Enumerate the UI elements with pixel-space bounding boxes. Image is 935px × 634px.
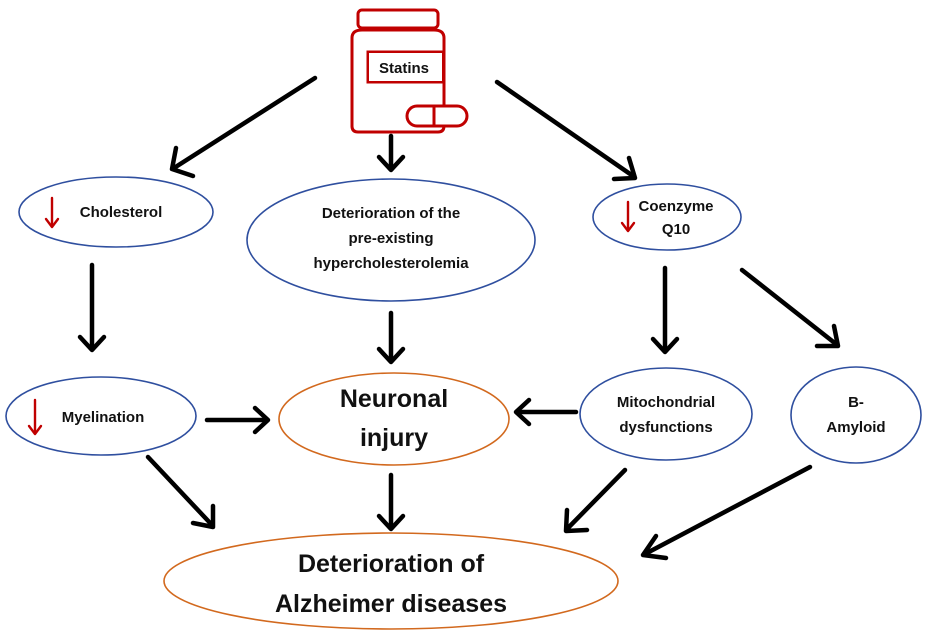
hypercholesterolemia-node [246,178,536,302]
coenzyme-q10-node [592,183,742,251]
hypercholesterolemia-line-3: hypercholesterolemia [313,255,469,272]
amyloid-label-line-2: Amyloid [826,419,885,436]
amyloid-label-line-1: B- [848,394,864,411]
arrow-myelination-to-neuronal [204,405,271,435]
amyloid-node [790,366,922,464]
arrow-myelination-to-alzheimer [145,454,216,530]
cholesterol-down-arrow-icon [44,196,60,229]
myelination-down-arrow-icon [27,398,43,436]
alzheimer-label-line-2: Alzheimer diseases [275,590,507,618]
hypercholesterolemia-line-2: pre-existing [348,230,433,247]
arrow-hypercholesterolemia-to-neuronal [376,310,406,365]
arrow-mitochondrial-to-neuronal [513,397,579,427]
arrow-cholesterol-to-myelination [77,262,107,353]
arrow-coenzyme-to-mitochondrial [650,265,680,355]
alzheimer-node [163,532,619,630]
cholesterol-node [18,176,214,248]
neuronal-injury-line-2: injury [360,424,428,452]
mitochondrial-label-line-2: dysfunctions [619,419,712,436]
arrow-coenzyme-to-amyloid [739,267,841,349]
myelination-node [5,376,197,456]
mitochondrial-label-line-1: Mitochondrial [617,394,715,411]
arrow-neuronal-to-alzheimer [376,472,406,532]
coenzyme-down-arrow-icon [620,200,636,233]
statins-label: Statins [379,60,429,77]
cholesterol-label: Cholesterol [80,204,163,221]
hypercholesterolemia-line-1: Deterioration of the [322,205,460,222]
capsule-icon [405,104,469,128]
coenzyme-label-line-2: Q10 [662,221,690,238]
alzheimer-label-line-1: Deterioration of [298,550,485,578]
arrow-amyloid-to-alzheimer [640,464,813,561]
neuronal-injury-line-1: Neuronal [340,385,448,413]
neuronal-injury-node [278,372,510,466]
arrow-mitochondrial-to-alzheimer [563,467,628,534]
coenzyme-label-line-1: Coenzyme [638,198,713,215]
arrow-statins-to-coenzyme [494,79,638,182]
mitochondrial-node [579,367,753,461]
arrow-statins-to-hypercholesterolemia [376,133,406,173]
arrow-statins-to-cholesterol [169,75,318,179]
myelination-label: Myelination [62,409,145,426]
